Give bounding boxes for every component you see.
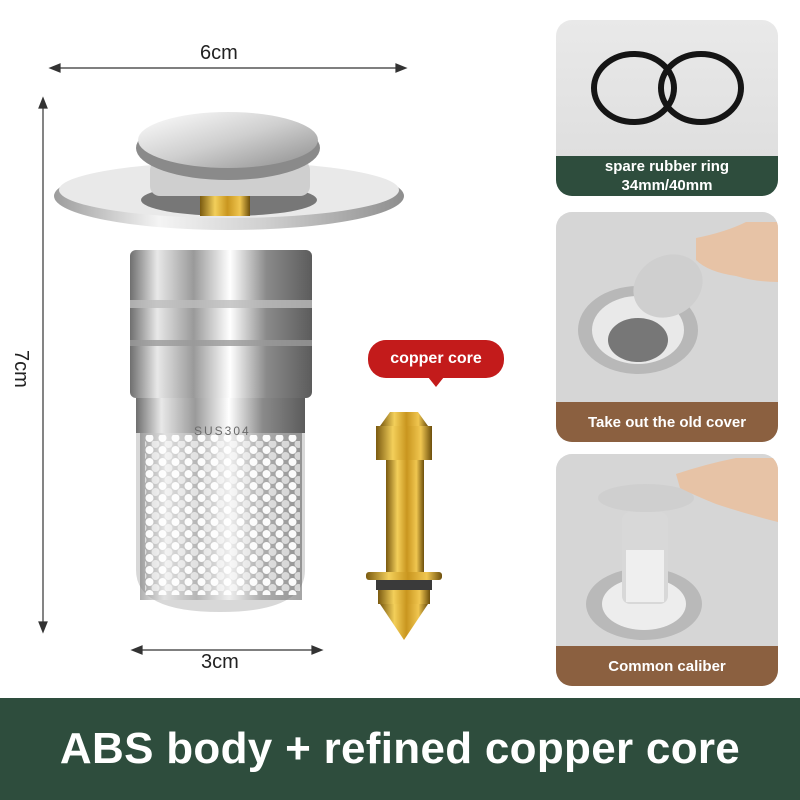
badge-pointer (428, 377, 444, 387)
product-illustration (38, 63, 442, 655)
rubber-ring-image (591, 51, 744, 125)
rubber-ring-card: spare rubber ring 34mm/40mm (556, 20, 778, 196)
old-cover-card: Take out the old cover (556, 212, 778, 442)
bottom-banner-text: ABS body + refined copper core (59, 724, 741, 773)
base-dimension-arrow (130, 645, 324, 655)
old-cover-label: Take out the old cover (556, 402, 778, 442)
rubber-ring-line2: 34mm/40mm (621, 177, 713, 194)
height-dimension-label: 7cm (10, 350, 32, 388)
width-dimension-label: 6cm (200, 42, 238, 64)
height-dimension-arrow (38, 96, 48, 634)
old-cover-label-text: Take out the old cover (587, 413, 747, 431)
caliber-card: Common caliber (556, 454, 778, 686)
base-dimension-label: 3cm (201, 651, 239, 673)
rubber-ring-label: spare rubber ring 34mm/40mm (556, 156, 778, 196)
caliber-label-text: Common caliber (608, 657, 726, 675)
width-dimension-arrow (48, 63, 408, 73)
drain-strainer (54, 112, 404, 612)
caliber-label: Common caliber (556, 646, 778, 686)
copper-core (366, 412, 442, 640)
bottom-banner: ABS body + refined copper core (0, 698, 800, 800)
rubber-ring-line1: spare rubber ring (604, 158, 730, 175)
copper-core-badge: copper core (368, 340, 504, 378)
copper-core-badge-label: copper core (390, 350, 482, 367)
strainer-engraving: SUS304 (194, 424, 251, 438)
